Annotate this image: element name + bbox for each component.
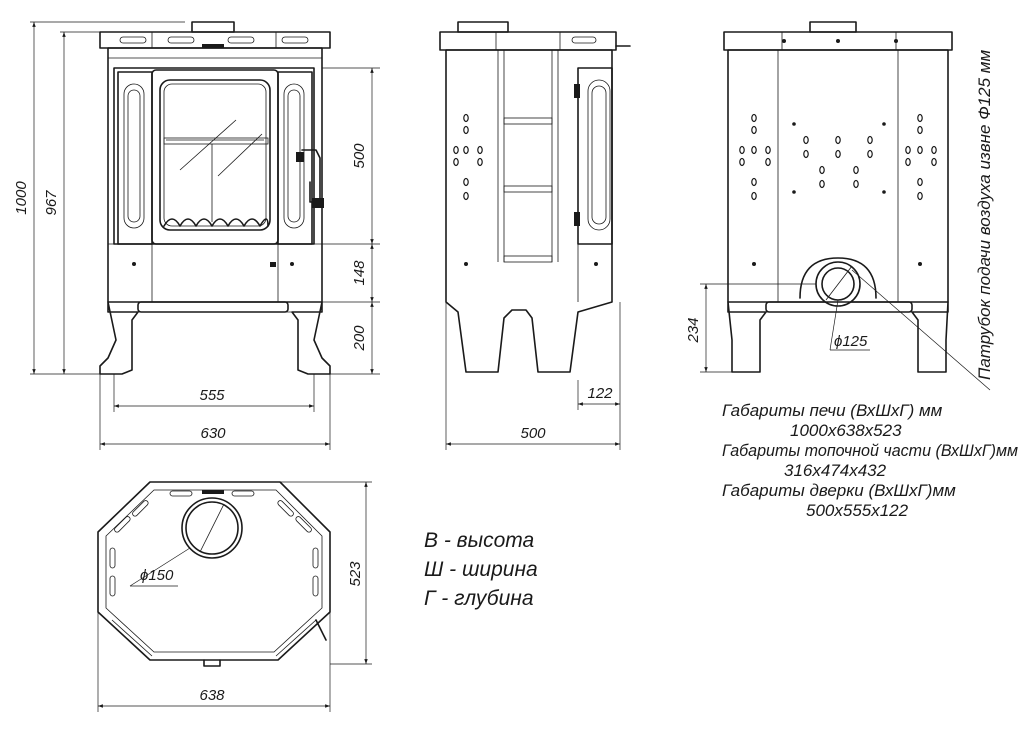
- dim-top-width: 638: [199, 687, 225, 704]
- air-pipe: [799, 257, 877, 307]
- front-dimensions: 1000 967 500 148 200 555 630: [13, 21, 380, 450]
- spec-line-6: 500х555х122: [806, 501, 909, 520]
- dim-pipe-height: 234: [685, 317, 702, 343]
- front-view: [99, 21, 331, 375]
- dim-pipe-diameter: ϕ125: [834, 333, 868, 350]
- side-vent-holes: [453, 113, 598, 266]
- dim-legs-height: 200: [351, 325, 368, 352]
- rear-vent-holes: [739, 113, 937, 266]
- legend-depth: Г - глубина: [424, 587, 534, 610]
- dim-flue-diameter: ϕ150: [140, 567, 174, 584]
- dim-top-depth: 523: [347, 561, 364, 587]
- specs-block: Габариты печи (ВхШхГ) мм 1000х638х523 Га…: [722, 401, 1018, 520]
- spec-line-5: Габариты дверки (ВхШхГ)мм: [722, 481, 956, 500]
- spec-line-3: Габариты топочной части (ВхШхГ)мм: [722, 441, 1018, 460]
- legend: В - высота Ш - ширина Г - глубина: [424, 529, 538, 610]
- side-view: [439, 21, 631, 373]
- top-dimensions: ϕ150 523 638: [97, 481, 372, 712]
- dim-side-depth: 500: [520, 425, 546, 442]
- legend-height: В - высота: [424, 529, 534, 552]
- dim-door-depth: 122: [587, 385, 613, 402]
- dim-front-width: 630: [200, 425, 226, 442]
- dim-door-height: 500: [351, 143, 368, 169]
- rear-dimensions: 234 ϕ125 Патрубок подачи воздуха извне Ф…: [685, 50, 994, 391]
- top-view: [97, 481, 331, 667]
- dim-total-height: 1000: [13, 181, 30, 215]
- spec-line-1: Габариты печи (ВхШхГ) мм: [722, 401, 943, 420]
- side-dimensions: 500 122: [445, 302, 621, 450]
- dim-middle-height: 148: [351, 260, 368, 286]
- dim-body-height: 967: [43, 190, 60, 216]
- spec-line-4: 316х474х432: [784, 461, 887, 480]
- legend-width: Ш - ширина: [424, 558, 538, 581]
- dim-door-width: 555: [199, 387, 225, 404]
- rear-view: [723, 21, 953, 373]
- spec-line-2: 1000х638х523: [790, 421, 902, 440]
- pipe-note: Патрубок подачи воздуха извне Ф125 мм: [975, 50, 994, 380]
